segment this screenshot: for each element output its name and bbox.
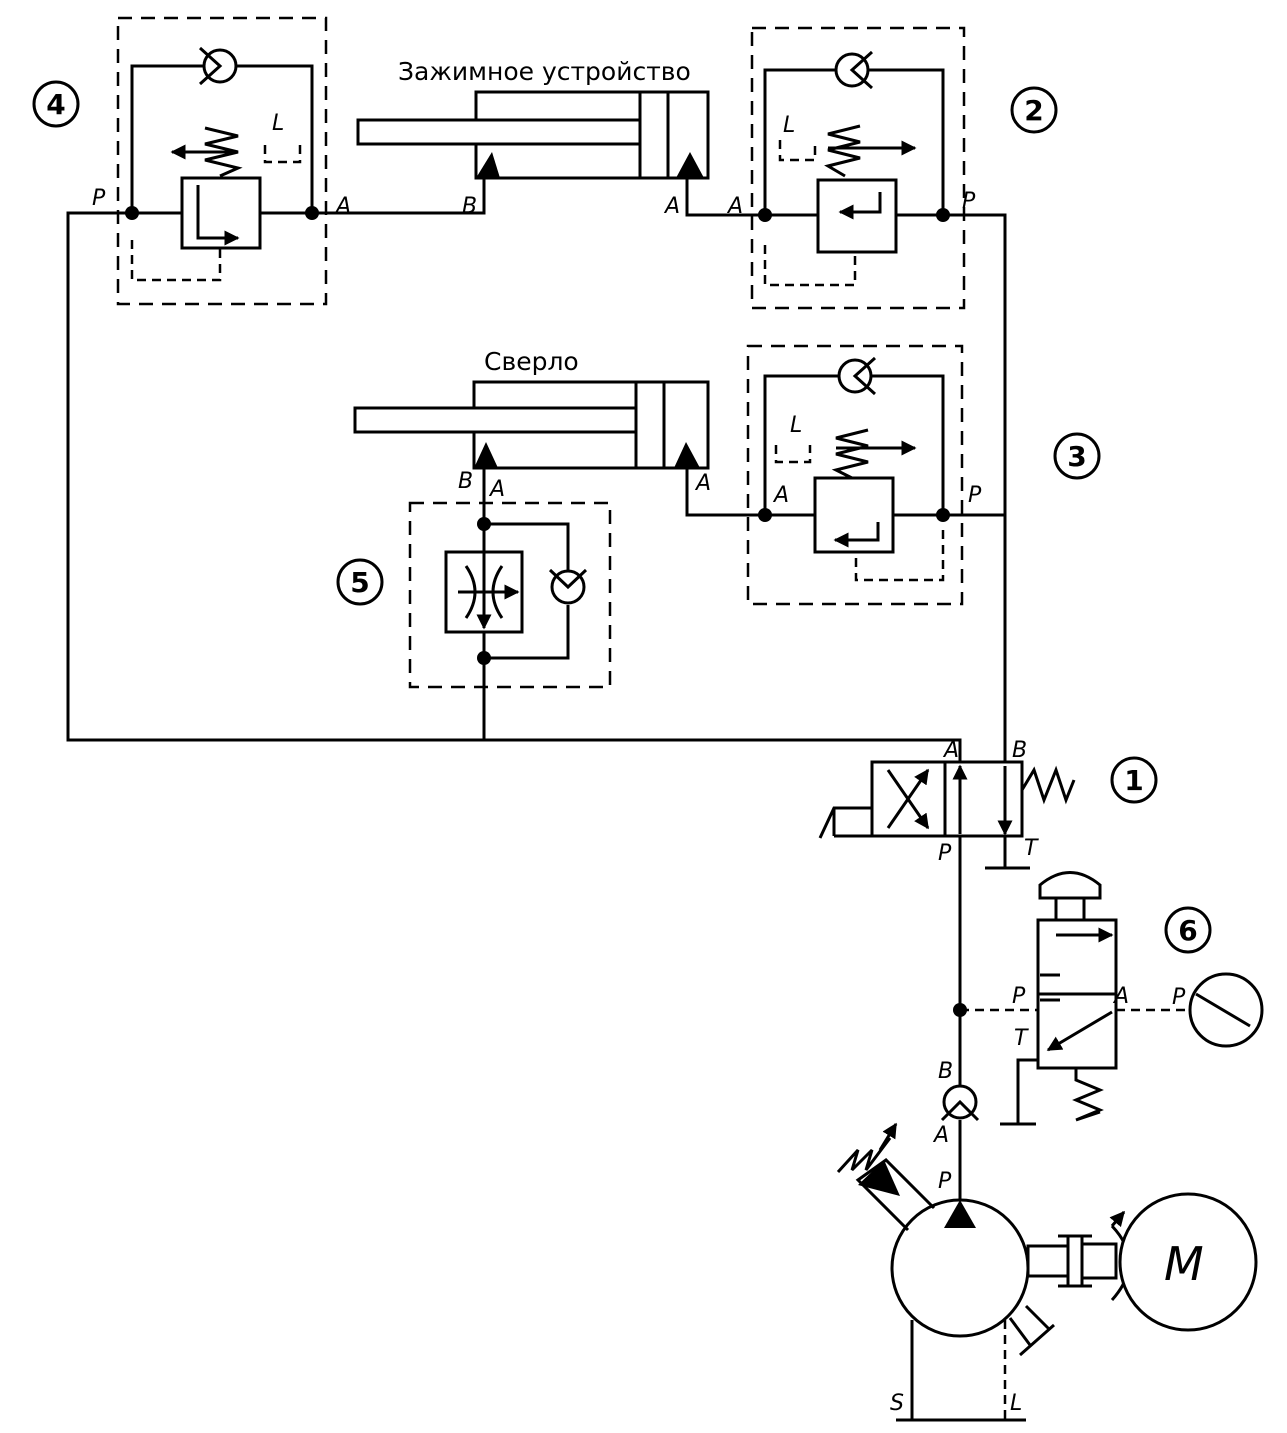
valve-6-port-p: P [1012,984,1026,1009]
valve-6-gauge-valve: P A T P [953,871,1264,1126]
callout-1: 1 [1124,764,1143,797]
pump-check-valve: B A [932,1059,980,1148]
callout-6: 6 [1178,914,1197,947]
drill-port-a-right: A [694,471,711,496]
valve-4-port-a: A [334,194,351,219]
valve-3-port-a: A [772,483,789,508]
valve-1-port-p: P [938,841,952,866]
valve-1-directional: A B P T [818,738,1076,866]
callout-4: 4 [46,88,65,121]
valve-6-port-t: T [1014,1026,1029,1051]
pump-and-motor: M P S L [836,1122,1258,1422]
valve-3-port-p: P [968,483,982,508]
clamp-port-a: A [663,194,680,219]
valve-2-port-p: P [962,189,976,214]
drill-port-b: B [458,469,473,494]
callouts: 1 2 3 4 5 6 [32,80,1212,954]
clamp-port-b: B [462,194,477,219]
motor-label: M [1164,1237,1204,1291]
valve-6-port-a: A [1112,984,1129,1009]
drill-label: Сверло [484,347,579,376]
valve-1-port-t: T [1024,836,1039,861]
valve-3-pressure-valve: A P L [746,344,982,606]
clamp-cylinder: Зажимное устройство B A [356,57,710,219]
drill-port-a: A [488,477,505,502]
gauge-port-p: P [1172,985,1186,1010]
valve-1-port-b: B [1012,738,1027,763]
valve-2-port-l: L [783,113,795,138]
valve-3-port-l: L [790,413,802,438]
callout-5: 5 [350,566,369,599]
drill-cylinder: Сверло B A A [353,347,711,502]
check-port-b: B [938,1059,953,1084]
valve-2-pressure-valve: A P L [726,26,976,310]
pump-port-s: S [890,1391,904,1416]
valve-2-port-a: A [726,194,743,219]
pump-port-p: P [938,1169,952,1194]
check-port-a: A [932,1123,949,1148]
clamp-label: Зажимное устройство [398,57,691,86]
valve-4-port-l: L [272,111,284,136]
valve-4-port-p: P [92,186,106,211]
valve-4-pressure-valve: P A L [92,16,351,306]
callout-3: 3 [1067,440,1086,473]
callout-2: 2 [1024,94,1043,127]
valve-5-throttle-check [408,501,612,689]
valve-1-port-a: A [942,738,959,763]
main-lines [66,178,1030,1200]
pump-port-l: L [1010,1391,1022,1416]
